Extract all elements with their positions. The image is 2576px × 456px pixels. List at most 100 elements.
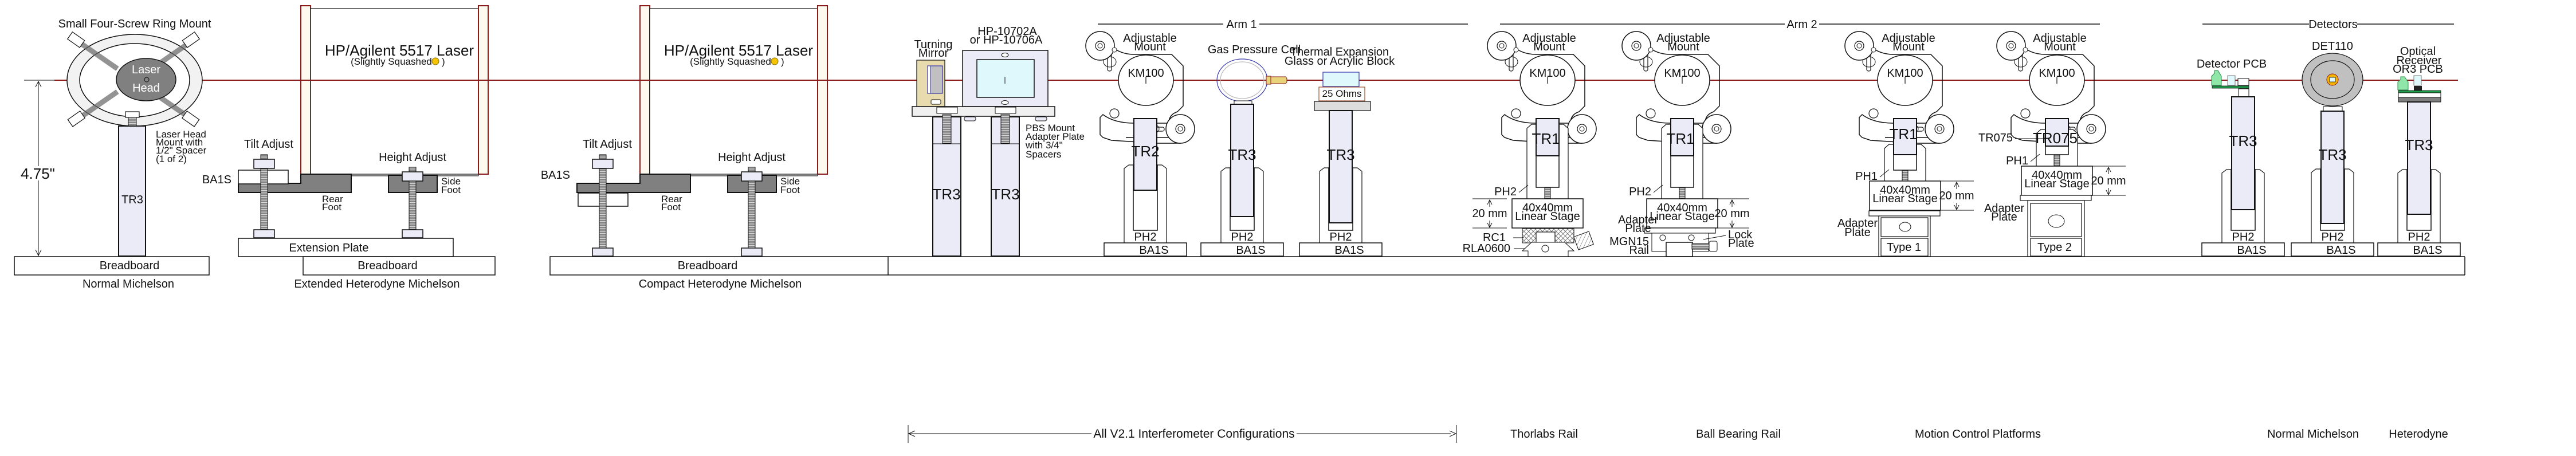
mount-model-label: KM100	[2039, 67, 2075, 80]
ba1s-base	[1299, 242, 1383, 257]
ba1s-base	[2377, 242, 2461, 257]
turning-mirror-label-2: Mirror	[918, 47, 949, 60]
stage-label-2: Linear Stage	[1872, 192, 1937, 205]
stage-label-2: Linear Stage	[2024, 178, 2089, 190]
section-caption: Extended Heterodyne Michelson	[294, 278, 460, 290]
dim-arrow	[1729, 199, 1735, 229]
mount-label-1: Adjustable	[2033, 32, 2086, 45]
arm1-header: Arm 1	[1226, 18, 1256, 31]
mount-label-1: Adjustable	[1656, 32, 1710, 45]
ring-mount-title: Small Four-Screw Ring Mount	[58, 18, 211, 30]
rail-label: RLA0600	[1463, 242, 1510, 255]
post-label: TR3	[2229, 132, 2257, 150]
ba1s-base	[1104, 242, 1187, 257]
beam-splitter-icon	[962, 50, 1049, 107]
post	[2320, 111, 2345, 224]
post-holder-label: PH2	[1629, 186, 1651, 198]
nut	[592, 159, 614, 169]
post	[1536, 118, 1560, 156]
turning-mirror-label-1: Turning	[914, 38, 952, 51]
post-label: TR3	[2405, 136, 2433, 154]
thermal-label-1: Thermal Expansion	[1290, 46, 1389, 58]
post-holder-label: PH2	[2408, 231, 2430, 243]
adapter-label: Plate	[1991, 211, 2017, 223]
post-holder-label: PH2	[1134, 231, 1157, 243]
resistor-heater	[1318, 87, 1365, 101]
post-holder-label: PH1	[2006, 155, 2028, 167]
mount-label-2: Mount	[1892, 41, 1925, 53]
section-caption: Normal Michelson	[83, 278, 174, 290]
laser-head-icon	[116, 58, 176, 101]
lock-screw	[1691, 243, 1710, 250]
mount-label-2: Mount	[2044, 41, 2076, 53]
post-label: TR075	[2033, 129, 2078, 147]
side-foot-label: Foot	[780, 184, 800, 195]
post-label: TR3	[991, 186, 1019, 203]
connector-icon	[2211, 70, 2222, 86]
post-label: TR3	[1228, 146, 1256, 163]
laser-head-label-2: Head	[132, 82, 160, 95]
pcb-mount	[2398, 92, 2441, 98]
detectors-header: Detectors	[2308, 18, 2358, 31]
group-headers: Arm 1 Arm 2 Detectors	[1098, 18, 2454, 31]
post-holder-label: PH2	[2232, 231, 2255, 243]
rc1-label: RC1	[1483, 231, 1506, 244]
laser-subtitle: (Slightly Squashed	[690, 56, 771, 67]
laser-end-cap	[639, 5, 650, 175]
post-holder-label: PH2	[1330, 231, 1352, 243]
post-holder-label: PH2	[2322, 231, 2344, 243]
component	[2237, 78, 2249, 86]
photodiode-icon	[2413, 75, 2422, 86]
post-tr3	[118, 125, 146, 257]
post-label: TR1	[1532, 130, 1560, 147]
bolt-icon	[1659, 234, 1666, 241]
mount-label-2: Mount	[1533, 41, 1565, 53]
hose-barb-icon	[1270, 76, 1287, 84]
det110-sensor	[2329, 77, 2336, 82]
pcb-base-plate	[2398, 97, 2441, 103]
gas-cell-label: Gas Pressure Cell	[1208, 44, 1301, 56]
det110-adapter	[2323, 106, 2343, 112]
resistor-label: 25 Ohms	[1322, 88, 1362, 99]
base-label: BA1S	[1236, 244, 1265, 257]
base-label: BA1S	[1334, 244, 1364, 257]
spacer-note-1: Laser Head	[156, 129, 206, 140]
stage-label-1: 40x40mm	[2032, 169, 2082, 182]
nut	[741, 247, 763, 257]
type-label: Type 2	[2037, 241, 2072, 254]
stage-label-2: Linear Stage	[1515, 210, 1580, 223]
lock-plate-label: Plate	[1728, 237, 1754, 250]
tr075-label: TR075	[1978, 132, 2013, 144]
leader-line	[1879, 169, 1890, 178]
breadboard-label: Breadboard	[678, 260, 738, 272]
ba1s-label: BA1S	[202, 174, 231, 186]
spacer-note-4: (1 of 2)	[156, 154, 187, 164]
caption-detectors-normal: Normal Michelson	[2267, 428, 2359, 441]
mount-label-2: Mount	[1134, 41, 1166, 53]
tilt-adjust-label: Tilt Adjust	[583, 138, 632, 151]
platform-hole	[1899, 222, 1911, 232]
connector-icon	[2397, 76, 2409, 91]
platform-bottom	[2030, 238, 2082, 257]
adapter-plate	[1868, 210, 1941, 217]
gas-fitting	[1266, 76, 1271, 85]
leader-line	[2030, 154, 2040, 162]
turning-mirror-icon	[916, 60, 945, 107]
mount-label-1: Adjustable	[1882, 32, 1935, 45]
screw	[1679, 187, 1686, 199]
leader-line	[1518, 184, 1529, 193]
rear-foot-label: Foot	[661, 202, 681, 213]
smiley-icon	[431, 57, 439, 65]
dim-label: 20 mm	[1939, 190, 1974, 202]
ba1s-label: BA1S	[541, 169, 570, 182]
pbs-note-4: Spacers	[1026, 149, 1061, 160]
pbs-note-3: with 3/4"	[1025, 140, 1063, 151]
span-caption: All V2.1 Interferometer Configurations	[1093, 427, 1294, 441]
dim-arrow	[1487, 199, 1493, 229]
mount-label-1: Adjustable	[1123, 32, 1176, 45]
optic-label-2: or HP-10706A	[970, 34, 1043, 46]
platform-hole	[2048, 214, 2065, 228]
smiley-icon	[771, 57, 779, 65]
post	[1230, 104, 1254, 217]
